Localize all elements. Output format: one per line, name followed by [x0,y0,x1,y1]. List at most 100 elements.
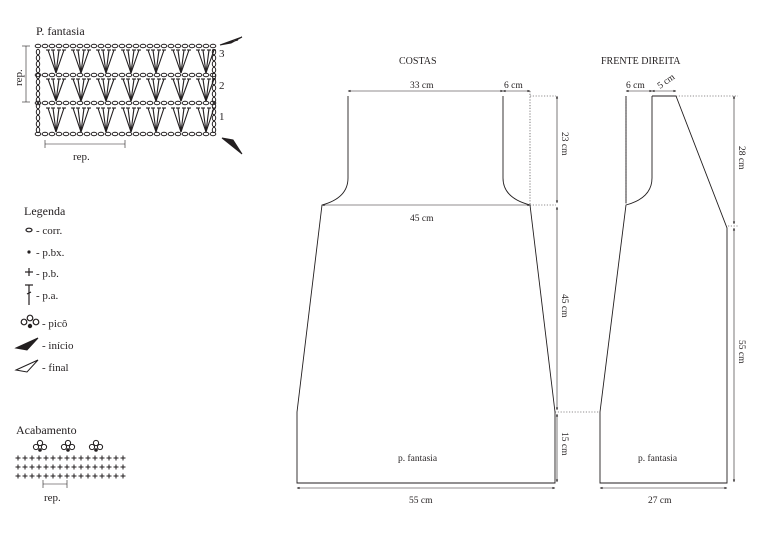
chain-stitch-icon [211,48,217,56]
chain-stitch-icon [132,72,140,78]
double-crochet-icon [152,78,157,102]
double-crochet-icon [155,107,165,133]
double-crochet-icon [80,78,85,102]
chain-stitch-icon [211,84,217,92]
chain-stitch-icon [76,100,84,106]
double-crochet-icon [47,49,57,74]
chain-stitch-icon [35,54,41,62]
end-arrow-icon [219,36,243,46]
chain-stitch-icon [125,43,133,49]
double-crochet-icon [55,107,60,133]
double-crochet-icon [177,49,182,74]
chain-stitch-icon [104,131,112,137]
double-crochet-icon [102,107,107,133]
row-number-2: 2 [219,80,225,92]
chain-stitch-icon [202,131,210,137]
double-crochet-icon [72,78,82,102]
chain-stitch-icon [118,131,126,137]
chain-stitch-icon [125,100,133,106]
double-crochet-icon [52,107,57,133]
chain-stitch-icon [174,131,182,137]
double-crochet-icon [130,107,135,133]
chain-stitch-icon [146,100,154,106]
chain-stitch-icon [125,131,133,137]
chain-stitch-icon [202,100,210,106]
chain-stitch-icon [139,131,147,137]
double-crochet-icon [80,49,85,74]
chain-stitch-icon [69,131,77,137]
double-crochet-icon [80,107,90,133]
double-crochet-icon [172,78,182,102]
chain-stitch-icon [62,43,70,49]
double-crochet-icon [80,49,90,74]
back-top-width-label: 33 cm [410,81,434,91]
double-crochet-icon [47,78,57,102]
double-crochet-icon [180,107,185,133]
double-crochet-icon [172,107,182,133]
chain-stitch-icon [181,72,189,78]
double-crochet-icon [202,49,207,74]
picot-icon [88,443,96,451]
double-crochet-icon [77,107,82,133]
legend-label-corr: - corr. [36,225,63,237]
row-number-3: 3 [219,48,225,60]
chain-stitch-icon [55,131,63,137]
chain-stitch-icon [211,120,217,128]
chain-stitch-icon [118,43,126,49]
double-crochet-icon [127,49,132,74]
rep-horizontal-label: rep. [73,151,90,163]
front-bottom-width-label: 27 cm [648,496,672,506]
chain-stitch-icon [139,43,147,49]
double-crochet-icon [97,49,107,74]
double-crochet-icon [180,49,190,74]
chain-stitch-icon [160,100,168,106]
back-title: COSTAS [399,56,437,67]
chain-stitch-icon [111,131,119,137]
double-crochet-icon [152,49,157,74]
back-shoulder-label: 6 cm [504,81,523,91]
double-crochet-icon [55,107,65,133]
front-title: FRENTE DIREITA [601,56,681,67]
chain-stitch-icon [35,72,41,80]
picot-icon [94,448,98,452]
double-crochet-icon [130,49,135,74]
double-crochet-icon [47,107,57,133]
double-crochet-icon [147,107,157,133]
legend-label-final: - final [42,362,69,374]
double-crochet-icon [155,78,165,102]
chain-stitch-icon [90,100,98,106]
chain-stitch-icon [48,131,56,137]
chain-stitch-icon [195,43,203,49]
double-crochet-icon [205,78,210,102]
chain-stitch-icon [211,54,217,62]
legend-label-pbx: - p.bx. [36,247,65,259]
picot-icon [68,443,76,451]
double-crochet-icon [202,107,207,133]
chain-stitch-icon [188,72,196,78]
chain-stitch-icon [202,72,210,78]
double-crochet-icon [77,78,82,102]
front-shoulder-label: 6 cm [626,81,645,91]
back-border-height-label: 15 cm [559,432,569,456]
chain-stitch-icon [76,72,84,78]
legend-label-pico: - picô [42,318,68,330]
chain-stitch-icon [104,100,112,106]
chain-stitch-icon [41,43,49,49]
chain-stitch-icon [188,131,196,137]
chain-stitch-icon [153,43,161,49]
chain-stitch-icon [181,43,189,49]
back-bottom-width-label: 55 cm [409,496,433,506]
finishing-chart: Acabamento rep. [15,423,126,504]
chain-stitch-icon [211,66,217,74]
chain-stitch-icon [35,102,41,110]
chain-stitch-icon [132,43,140,49]
chain-stitch-icon [83,72,91,78]
double-crochet-icon [97,78,107,102]
chain-stitch-icon [35,114,41,122]
double-crochet-icon [155,78,160,102]
chain-stitch-icon [118,100,126,106]
picot-icon [66,448,70,452]
chain-stitch-icon [174,100,182,106]
chain-stitch-icon [35,96,41,104]
double-crochet-icon [105,49,115,74]
